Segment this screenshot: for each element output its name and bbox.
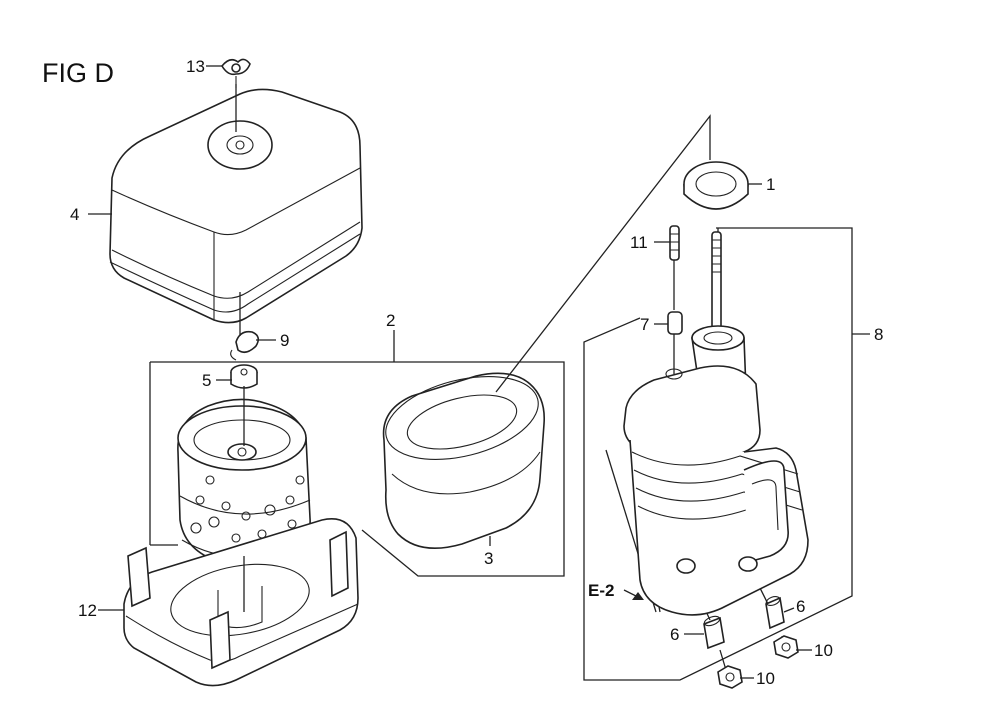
foam-filter-part-3[interactable] (377, 362, 547, 550)
grommet-part-6-right[interactable] (765, 595, 785, 630)
stud-part-11[interactable] (669, 225, 680, 261)
seal-ring-part-1[interactable] (683, 161, 749, 210)
assembly-bracket-part-2 (149, 330, 565, 577)
callout-6-right: 6 (796, 597, 805, 616)
clip-part-9[interactable] (230, 330, 260, 361)
wing-nut-part-13[interactable] (221, 58, 251, 88)
callout-7: 7 (640, 315, 649, 334)
long-stud[interactable] (711, 231, 722, 333)
nut-part-10-upper[interactable] (773, 635, 799, 659)
callout-12: 12 (78, 601, 97, 620)
callout-6-left: 6 (670, 625, 679, 644)
figure-title: FIG D (42, 58, 114, 88)
grommet-part-6-left[interactable] (703, 615, 725, 650)
reference-label-e2: E-2 (588, 581, 614, 600)
callout-8: 8 (874, 325, 883, 344)
callout-4: 4 (70, 205, 79, 224)
callout-leaders (88, 65, 812, 679)
reference-arrow-e2 (623, 589, 644, 600)
callout-13: 13 (186, 57, 205, 76)
nut-part-5[interactable] (230, 364, 258, 389)
callout-2: 2 (386, 311, 395, 330)
paper-filter-element[interactable] (177, 398, 311, 567)
callout-1: 1 (766, 175, 775, 194)
callout-5: 5 (202, 371, 211, 390)
callout-10-upper: 10 (814, 641, 833, 660)
air-cleaner-elbow-housing[interactable] (623, 325, 809, 616)
collar-part-7[interactable] (667, 311, 683, 335)
air-cleaner-base-part-12[interactable] (123, 518, 359, 687)
nut-part-10-lower[interactable] (717, 665, 743, 689)
callout-3: 3 (484, 549, 493, 568)
callout-11: 11 (630, 233, 648, 252)
air-cleaner-cover-part-4[interactable] (109, 88, 363, 324)
callout-9: 9 (280, 331, 289, 350)
callout-10-lower: 10 (756, 669, 775, 688)
